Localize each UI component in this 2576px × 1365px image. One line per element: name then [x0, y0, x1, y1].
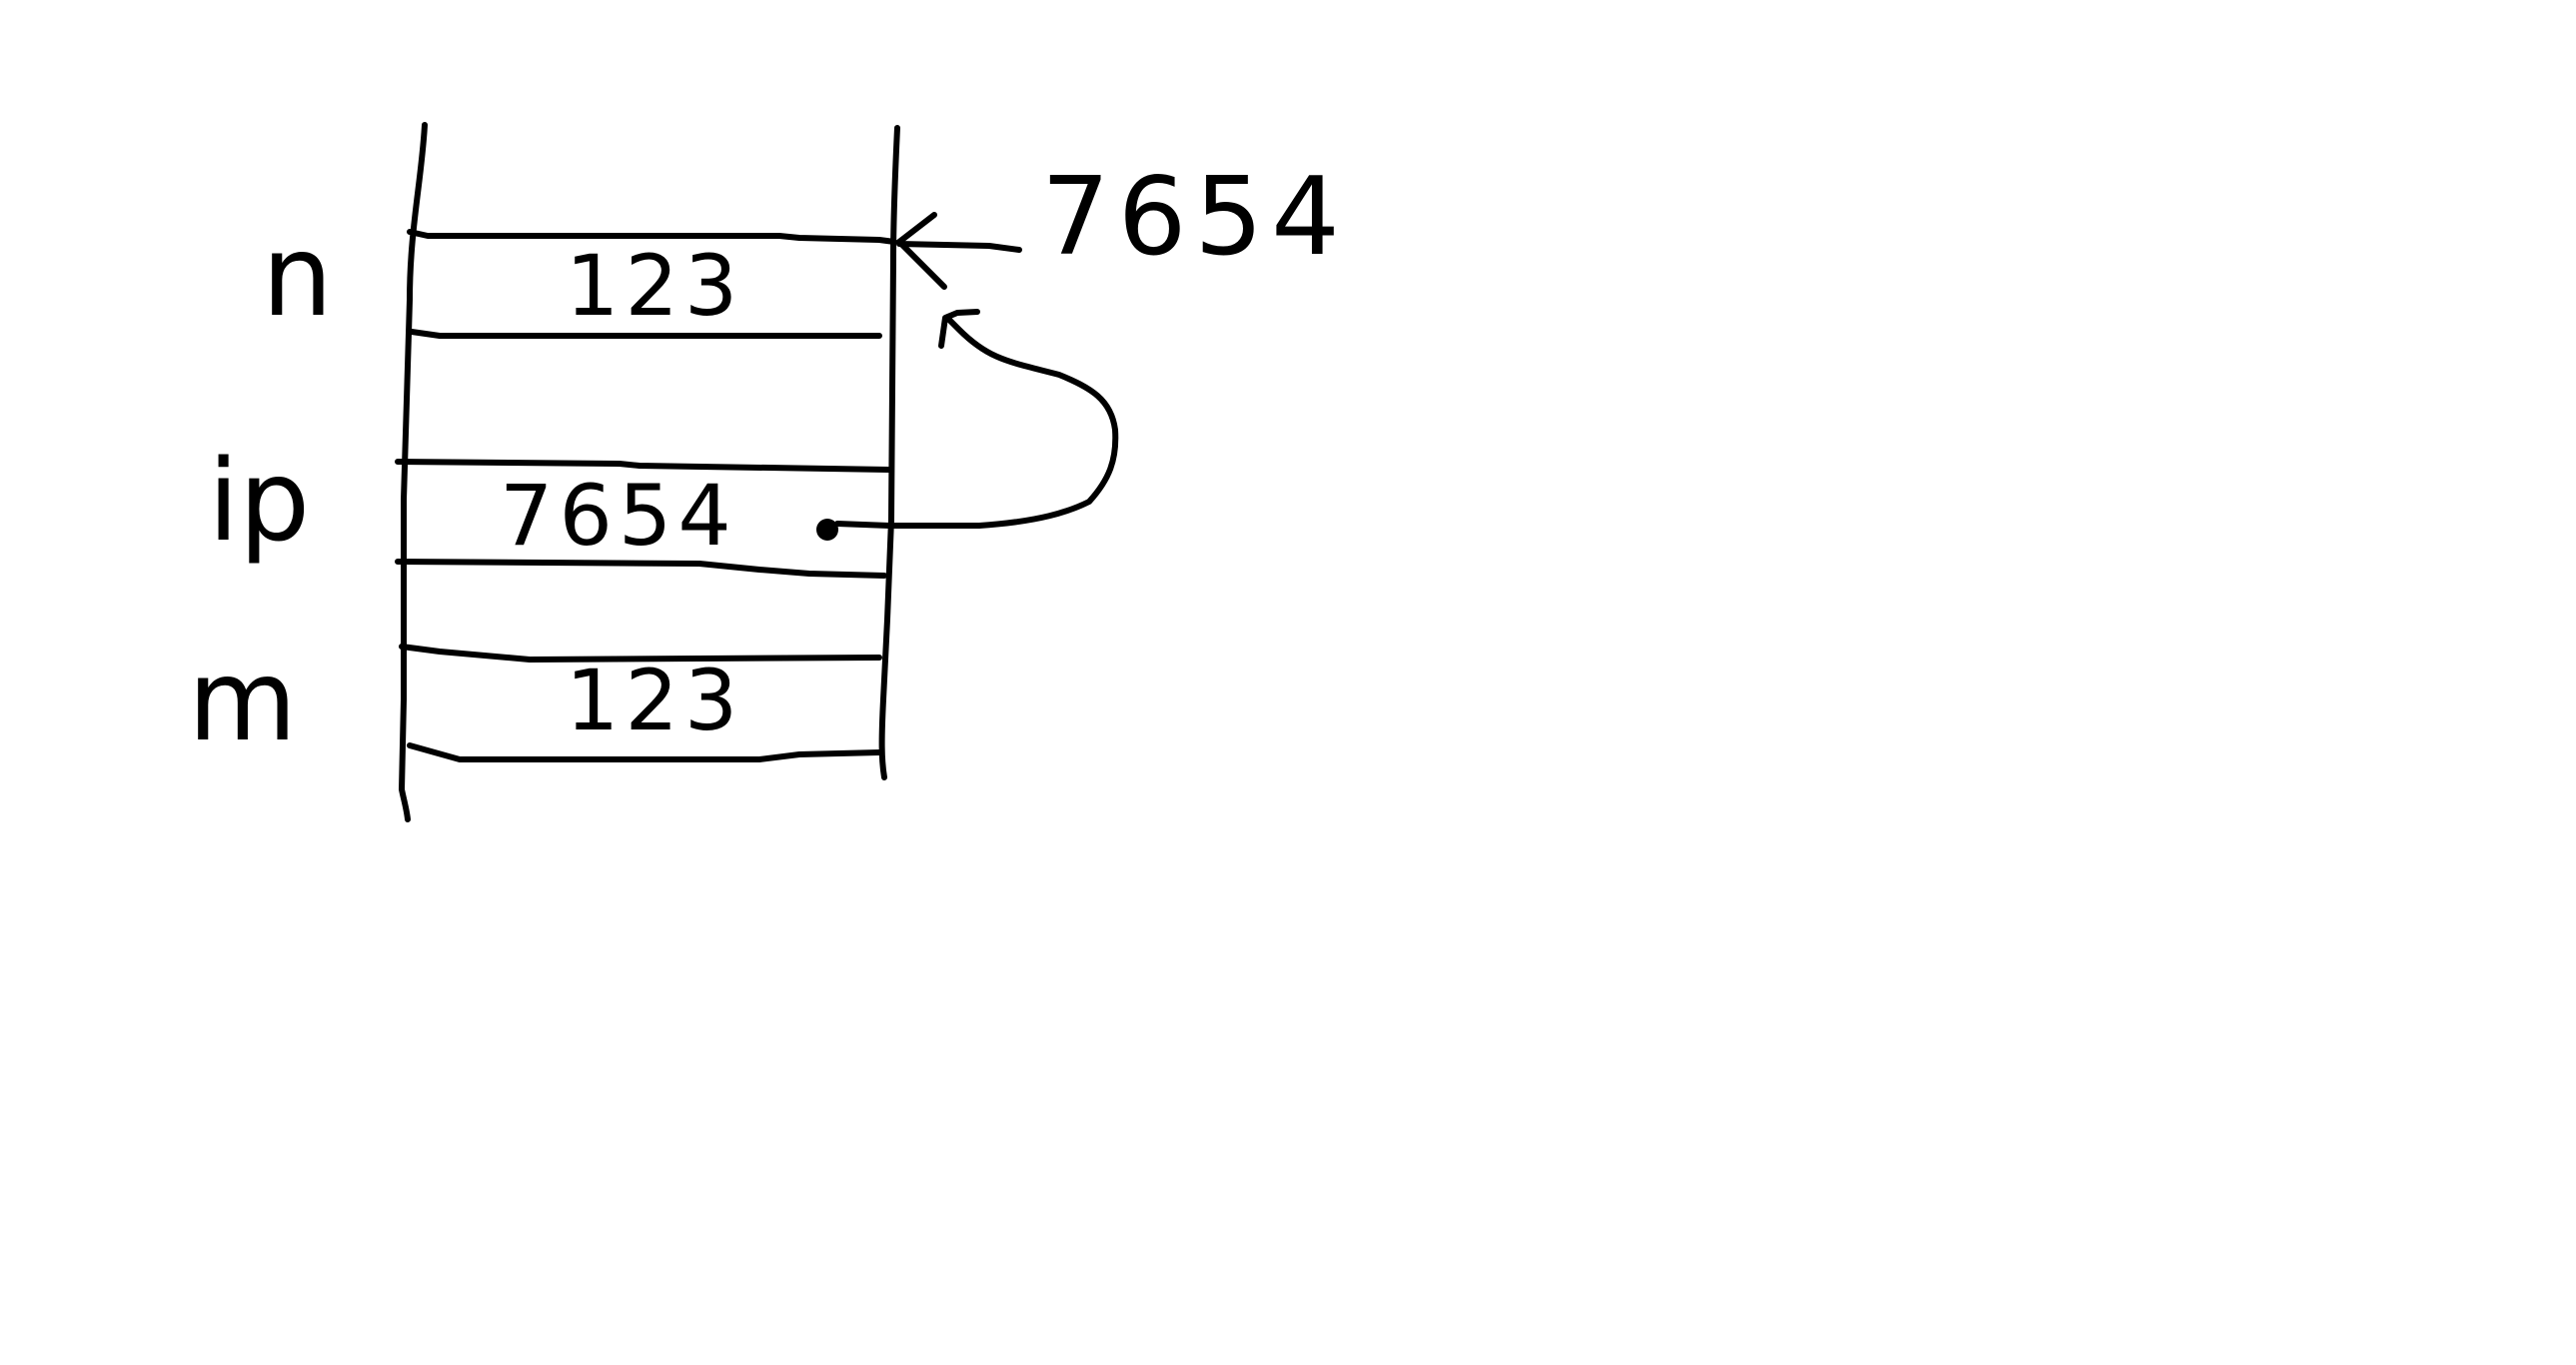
pointer-origin-dot [816, 519, 838, 541]
cell-m-top-border [399, 644, 882, 663]
cell-n-top-border [407, 229, 897, 245]
cell-m-bottom-border [407, 742, 882, 762]
cell-n-address-label: 7654 [1041, 155, 1348, 280]
pointer-arrow-line [834, 315, 1119, 529]
address-arrowhead-icon [896, 212, 947, 290]
memory-left-wall [399, 122, 428, 822]
memory-right-wall [878, 125, 900, 780]
variable-label-n: n [262, 212, 333, 342]
cell-n-value: 123 [566, 237, 743, 335]
cell-ip-bottom-border [395, 559, 887, 579]
cell-ip-top-border [395, 459, 894, 473]
cell-m-value: 123 [566, 652, 743, 749]
address-arrow-line [896, 241, 1022, 253]
variable-label-ip: ip [208, 437, 310, 567]
pointer-arrowhead-icon [938, 309, 980, 349]
variable-label-m: m [188, 637, 297, 766]
cell-n-bottom-border [409, 329, 882, 339]
cell-ip-value: 7654 [500, 467, 737, 565]
